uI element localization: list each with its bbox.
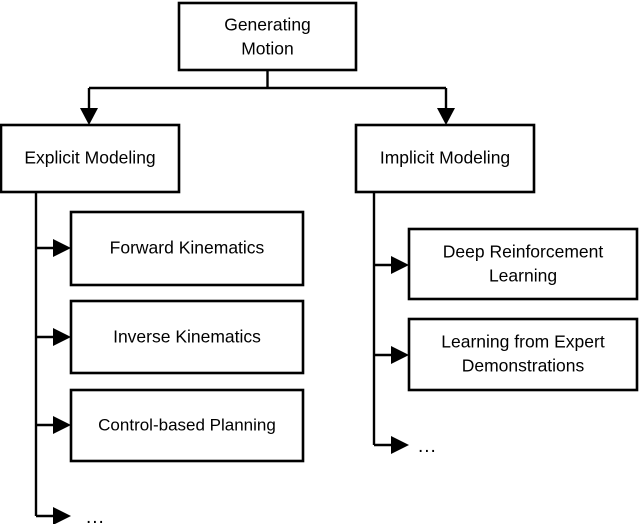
node-generating-motion: Generating Motion <box>177 1 358 72</box>
arrowhead-forward-kinematics <box>53 239 71 257</box>
node-control-based-planning: Control-based Planning <box>36 388 305 463</box>
node-implicit-more: ... <box>374 436 437 457</box>
node-deep-reinforcement-learning-label-line2: Learning <box>489 266 557 286</box>
arrowhead-root-to-implicit <box>437 108 455 125</box>
arrowhead-implicit-more <box>391 436 409 454</box>
node-learning-from-expert-demonstrations-label-line2: Demonstrations <box>462 356 585 376</box>
node-deep-reinforcement-learning-box <box>407 227 639 301</box>
node-deep-reinforcement-learning: Deep Reinforcement Learning <box>374 227 639 301</box>
node-inverse-kinematics: Inverse Kinematics <box>36 299 305 375</box>
node-inverse-kinematics-label: Inverse Kinematics <box>113 327 261 347</box>
node-implicit-modeling-label: Implicit Modeling <box>380 148 510 168</box>
node-explicit-modeling-box <box>0 123 181 194</box>
node-explicit-modeling: Explicit Modeling <box>0 123 181 194</box>
node-generating-motion-box <box>177 1 358 72</box>
node-generating-motion-label-line1: Generating <box>224 15 311 35</box>
arrowhead-explicit-more <box>53 507 71 524</box>
arrowhead-control-based-planning <box>53 416 71 434</box>
node-explicit-more: ... <box>36 507 105 524</box>
node-implicit-modeling: Implicit Modeling <box>354 123 536 194</box>
node-inverse-kinematics-box <box>69 299 305 375</box>
connector-root-to-branches <box>80 70 455 125</box>
node-learning-from-expert-demonstrations: Learning from Expert Demonstrations <box>374 317 639 392</box>
arrowhead-root-to-explicit <box>80 108 98 125</box>
arrowhead-inverse-kinematics <box>53 328 71 346</box>
node-forward-kinematics-box <box>69 210 305 287</box>
node-control-based-planning-label: Control-based Planning <box>98 415 276 434</box>
arrowhead-deep-reinforcement-learning <box>391 256 409 274</box>
node-implicit-more-label: ... <box>418 436 437 457</box>
node-forward-kinematics: Forward Kinematics <box>36 210 305 287</box>
node-learning-from-expert-demonstrations-label-line1: Learning from Expert <box>441 332 605 352</box>
arrowhead-learning-from-expert-demonstrations <box>391 346 409 364</box>
node-control-based-planning-box <box>69 388 305 463</box>
node-explicit-more-label: ... <box>86 507 105 524</box>
node-explicit-modeling-label: Explicit Modeling <box>24 148 155 168</box>
node-generating-motion-label-line2: Motion <box>241 39 294 59</box>
node-implicit-modeling-box <box>354 123 536 194</box>
node-deep-reinforcement-learning-label-line1: Deep Reinforcement <box>443 242 604 262</box>
node-learning-from-expert-demonstrations-box <box>407 317 639 392</box>
node-forward-kinematics-label: Forward Kinematics <box>110 238 265 258</box>
